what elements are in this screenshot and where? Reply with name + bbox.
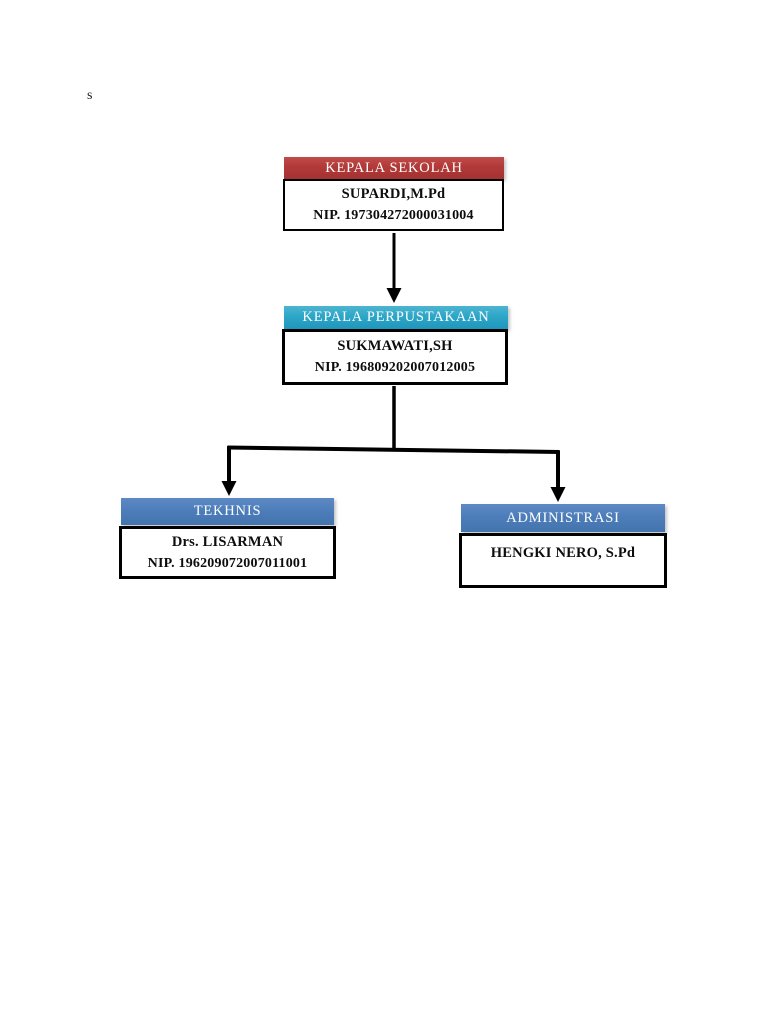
arrowhead-down-icon [550, 487, 566, 502]
node-header-kepala-perpustakaan: KEPALA PERPUSTAKAAN [284, 306, 508, 329]
node-nip: NIP. 196809202007012005 [314, 360, 476, 375]
node-name: SUPARDI,M.Pd [341, 186, 446, 202]
node-title: ADMINISTRASI [506, 509, 620, 526]
node-header-kepala-sekolah: KEPALA SEKOLAH [284, 157, 504, 179]
node-nip: NIP. 197304272000031004 [313, 208, 474, 223]
node-name: SUKMAWATI,SH [337, 338, 453, 354]
node-header-administrasi: ADMINISTRASI [461, 504, 665, 532]
node-body-tekhnis: Drs. LISARMAN NIP. 196209072007011001 [119, 526, 336, 579]
node-nip: NIP. 196209072007011001 [147, 555, 308, 571]
connector-kepala-sekolah-to-kepala-perpustakaan [386, 233, 402, 303]
node-title: TEKHNIS [193, 503, 262, 519]
arrowhead-down-icon [386, 288, 402, 303]
node-header-tekhnis: TEKHNIS [121, 498, 334, 525]
node-body-administrasi: HENGKI NERO, S.Pd [459, 533, 667, 588]
arrowhead-down-icon [221, 481, 237, 496]
node-body-kepala-sekolah: SUPARDI,M.Pd NIP. 197304272000031004 [283, 179, 504, 231]
node-title: KEPALA PERPUSTAKAAN [302, 309, 490, 325]
connector-kepala-perpustakaan-to-children [221, 386, 566, 502]
node-body-kepala-perpustakaan: SUKMAWATI,SH NIP. 196809202007012005 [282, 329, 508, 385]
node-name: Drs. LISARMAN [171, 533, 284, 550]
node-title: KEPALA SEKOLAH [325, 159, 463, 176]
node-name: HENGKI NERO, S.Pd [490, 545, 636, 561]
stray-text: s [87, 88, 93, 103]
